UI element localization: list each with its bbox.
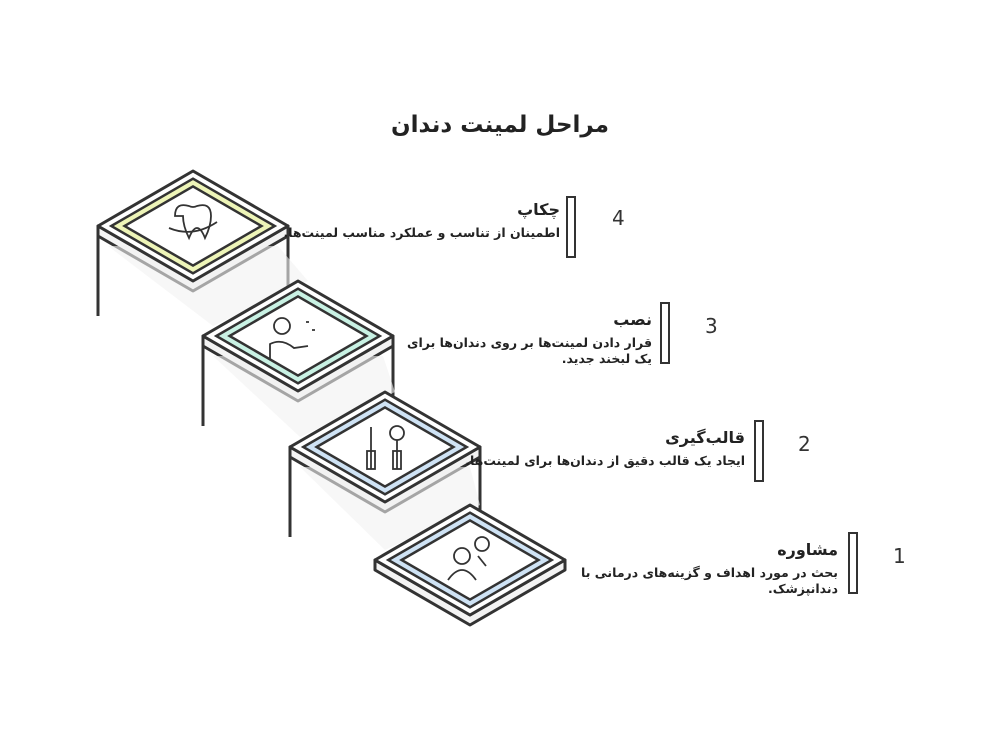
step-number: 2: [798, 432, 811, 456]
dental-tools-icon: [366, 425, 405, 470]
step-heading: مشاوره: [777, 540, 838, 559]
step-description: بحث در مورد اهداف و گزینه‌های درمانی با …: [581, 565, 838, 596]
step-2: قالب‌گیری ایجاد یک قالب دقیق از دندان‌ها…: [465, 428, 745, 469]
step-divider: [848, 532, 858, 594]
step-4: چکاپ اطمینان از تناسب و عملکرد مناسب لمی…: [280, 200, 560, 241]
step-3: نصب قرار دادن لمینت‌ها بر روی دندان‌ها ب…: [392, 310, 652, 367]
step-1: مشاوره بحث در مورد اهداف و گزینه‌های درم…: [578, 540, 838, 597]
step-description: قرار دادن لمینت‌ها بر روی دندان‌ها برای …: [407, 335, 652, 366]
step-number: 4: [612, 206, 625, 230]
platform-center: [122, 184, 264, 268]
step-heading: چکاپ: [517, 200, 560, 219]
page-title: مراحل لمینت دندان: [391, 112, 609, 138]
step-description: اطمینان از تناسب و عملکرد مناسب لمینت‌ها…: [283, 225, 560, 240]
consultation-icon: [447, 536, 490, 581]
step-description: ایجاد یک قالب دقیق از دندان‌ها برای لمین…: [465, 453, 745, 468]
step-divider: [660, 302, 670, 364]
step-heading: نصب: [613, 310, 652, 329]
riser-shade: [300, 467, 480, 550]
riser-shade: [213, 356, 395, 437]
tooth-icon: [168, 204, 218, 241]
platform-center: [314, 405, 456, 489]
step-divider: [566, 196, 576, 258]
platform-center: [227, 294, 369, 378]
step-number: 1: [893, 544, 906, 568]
dentist-icon: [269, 317, 315, 360]
riser-shade: [108, 246, 308, 326]
platform-center: [399, 518, 541, 602]
step-heading: قالب‌گیری: [665, 428, 745, 447]
step-divider: [754, 420, 764, 482]
step-number: 3: [705, 314, 718, 338]
